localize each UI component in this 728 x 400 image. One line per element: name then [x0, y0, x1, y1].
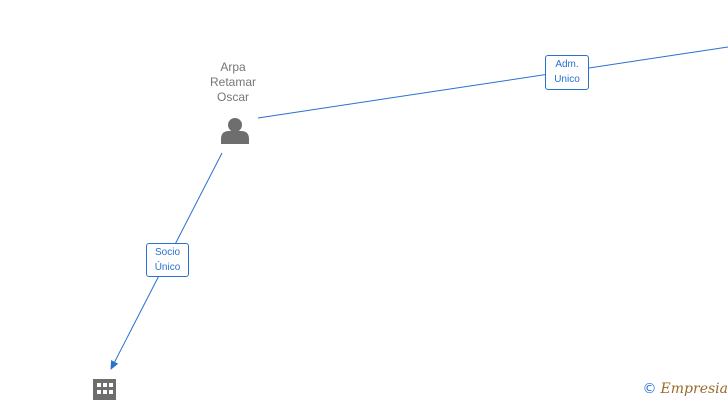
person-name-line: Arpa [220, 60, 246, 74]
person-icon[interactable] [221, 118, 249, 144]
edge-label-line: Unico [554, 74, 580, 85]
edge-label-socio-unico: Socio Único [146, 243, 189, 277]
brand-name: Empresia [660, 381, 728, 397]
edge-label-line: Adm. [555, 59, 579, 70]
empresia-watermark: ©Empresia [643, 381, 728, 397]
person-name-line: Retamar [209, 75, 256, 89]
person-name-line: Oscar [216, 90, 249, 104]
edge-label-adm-unico: Adm. Unico [545, 55, 589, 90]
person-name[interactable]: Arpa Retamar Oscar [193, 60, 273, 105]
edge-label-line: Socio [154, 247, 180, 258]
edge-adm-unico [257, 46, 728, 119]
edge-label-line: Único [154, 262, 181, 273]
copyright-icon: © [642, 381, 657, 397]
building-icon[interactable] [93, 379, 116, 400]
